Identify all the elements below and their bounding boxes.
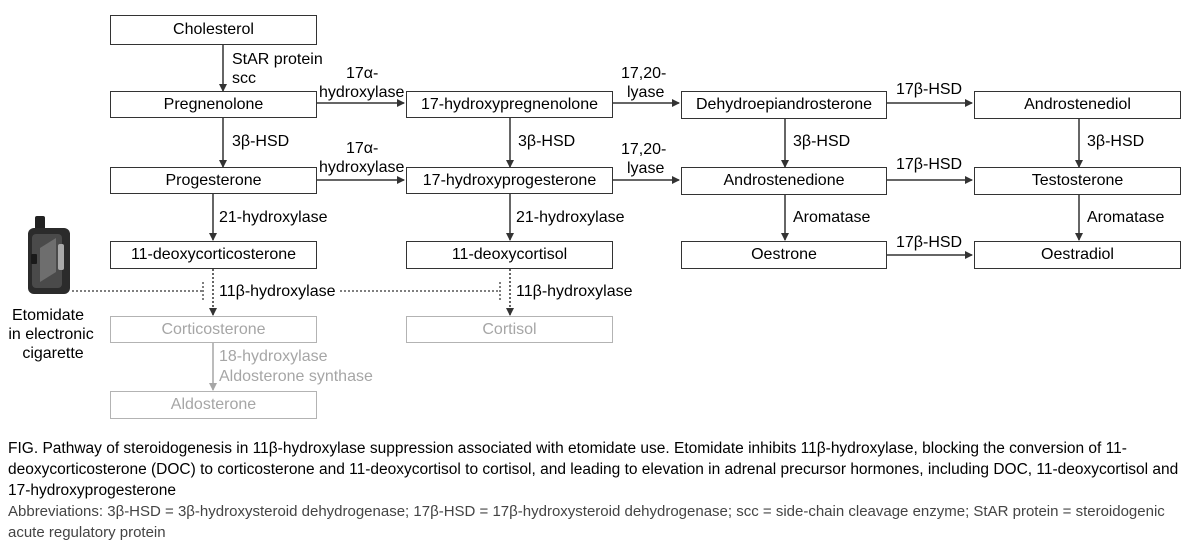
figure-caption: FIG. Pathway of steroidogenesis in 11β-h… (8, 438, 1180, 543)
enzyme-17-20-lyase-a-line1: 17,20- (621, 65, 667, 82)
enzyme-11b-hydroxylase-b: 11β-hydroxylase (516, 283, 633, 300)
enzyme-17b-hsd-a: 17β-HSD (896, 81, 963, 98)
enzyme-3b-hsd-b: 3β-HSD (518, 133, 576, 150)
enzyme-17b-hsd-b: 17β-HSD (896, 156, 963, 173)
node-17-hydroxypregnenolone: 17-hydroxypregnenolone (406, 91, 613, 118)
enzyme-17a-hydroxylase-a-line2: hydroxylase (319, 84, 405, 101)
node-17-hydroxyprogesterone: 17-hydroxyprogesterone (406, 167, 613, 194)
node-androstenedione: Androstenedione (681, 167, 887, 195)
enzyme-3b-hsd-d: 3β-HSD (1087, 133, 1145, 150)
node-pregnenolone: Pregnenolone (110, 91, 317, 118)
enzyme-star-protein: StAR protein (232, 51, 323, 68)
node-androstenediol: Androstenediol (974, 91, 1181, 119)
inhibitor-label-line2: in electronic (8, 326, 94, 343)
node-dehydroepiandrosterone: Dehydroepiandrosterone (681, 91, 887, 119)
enzyme-21-hydroxylase-a: 21-hydroxylase (219, 209, 328, 226)
caption-main: FIG. Pathway of steroidogenesis in 11β-h… (8, 440, 1179, 499)
inhibitor-label-line1: Etomidate (11, 307, 85, 324)
enzyme-17-20-lyase-a-line2: lyase (627, 84, 665, 101)
node-oestrone: Oestrone (681, 241, 887, 269)
enzyme-scc: scc (232, 70, 256, 87)
caption-abbreviations: Abbreviations: 3β-HSD = 3β-hydroxysteroi… (8, 503, 1165, 541)
node-corticosterone: Corticosterone (110, 316, 317, 343)
inhibitor-label-line3: cigarette (22, 345, 84, 362)
enzyme-3b-hsd-c: 3β-HSD (793, 133, 851, 150)
enzyme-21-hydroxylase-b: 21-hydroxylase (516, 209, 625, 226)
enzyme-18-hydroxylase: 18-hydroxylase (219, 348, 328, 365)
node-11-deoxycorticosterone: 11-deoxycorticosterone (110, 241, 317, 269)
enzyme-3b-hsd-a: 3β-HSD (232, 133, 290, 150)
node-aldosterone: Aldosterone (110, 391, 317, 419)
node-cholesterol: Cholesterol (110, 15, 317, 45)
enzyme-aldosterone-synthase: Aldosterone synthase (219, 368, 373, 385)
node-testosterone: Testosterone (974, 167, 1181, 195)
enzyme-17a-hydroxylase-b-line2: hydroxylase (319, 159, 405, 176)
enzyme-17a-hydroxylase-a-line1: 17α- (346, 65, 379, 82)
node-cortisol: Cortisol (406, 316, 613, 343)
enzyme-aromatase-b: Aromatase (1087, 209, 1165, 226)
node-oestradiol: Oestradiol (974, 241, 1181, 269)
enzyme-17b-hsd-c: 17β-HSD (896, 234, 963, 251)
electronic-cigarette-icon (28, 216, 70, 294)
node-progesterone: Progesterone (110, 167, 317, 194)
enzyme-17-20-lyase-b-line2: lyase (627, 160, 665, 177)
node-11-deoxycortisol: 11-deoxycortisol (406, 241, 613, 269)
enzyme-17a-hydroxylase-b-line1: 17α- (346, 140, 379, 157)
enzyme-11b-hydroxylase-a: 11β-hydroxylase (219, 283, 336, 300)
enzyme-aromatase-a: Aromatase (793, 209, 871, 226)
enzyme-17-20-lyase-b-line1: 17,20- (621, 141, 667, 158)
